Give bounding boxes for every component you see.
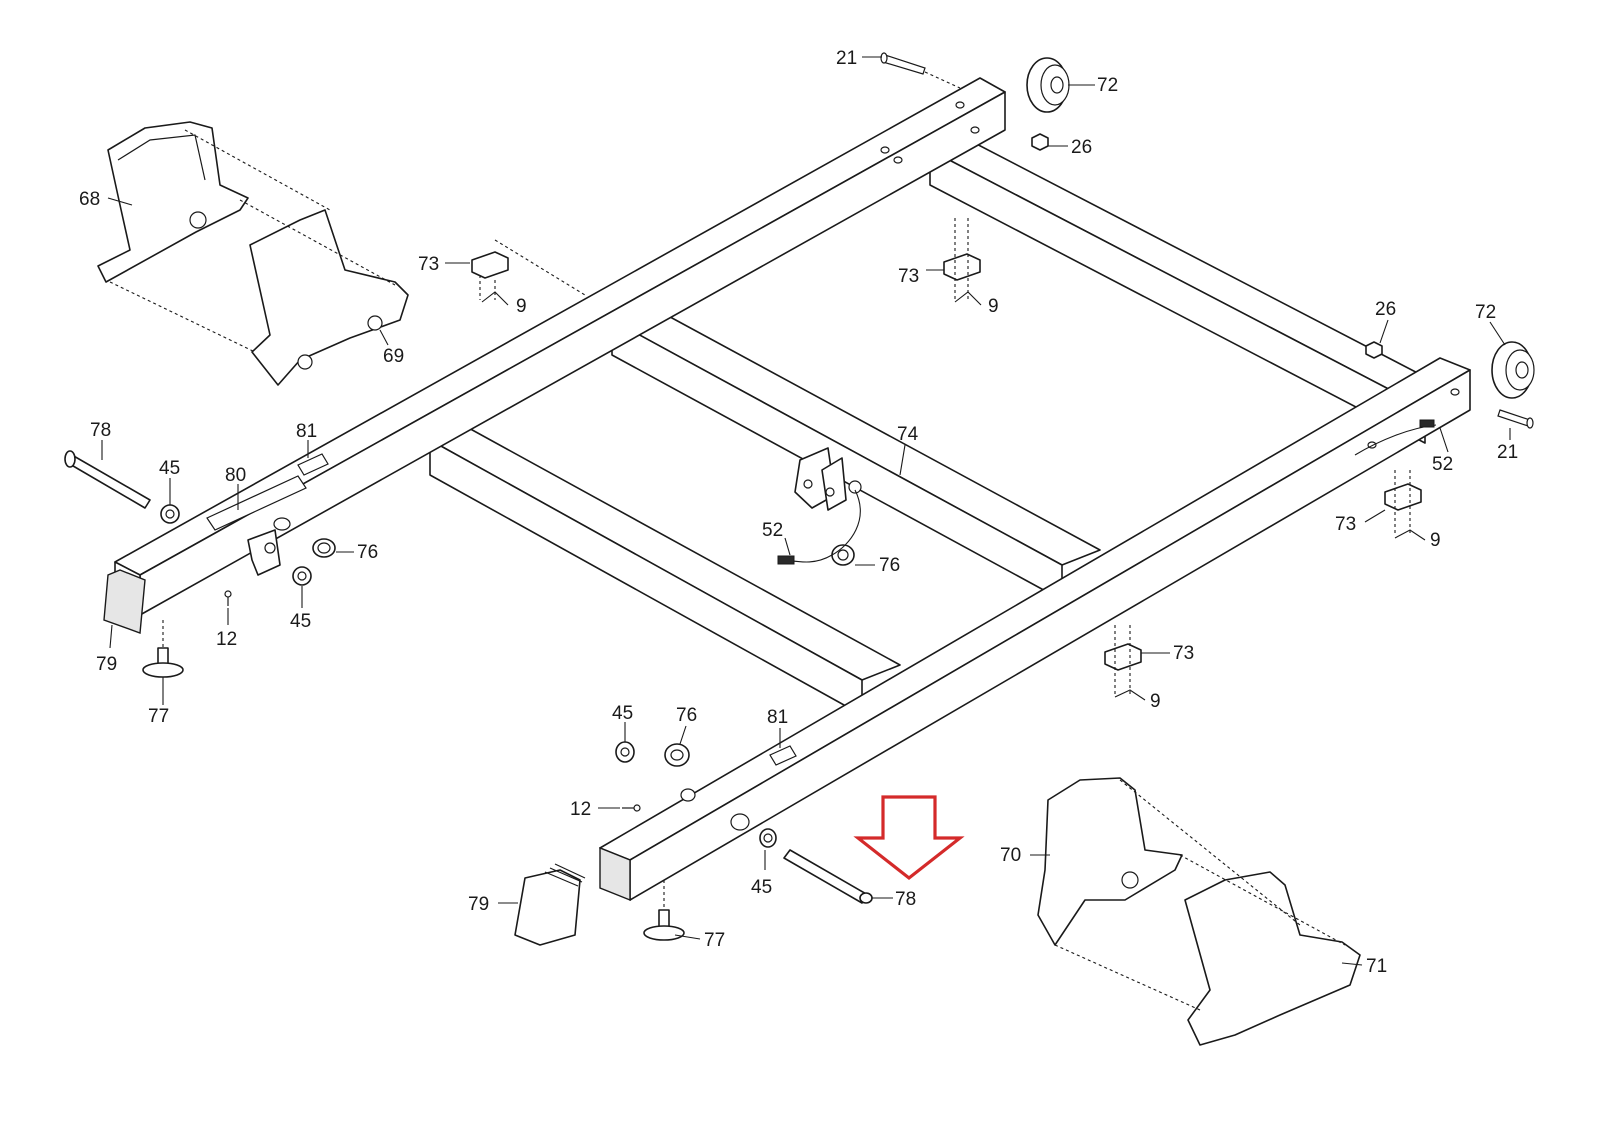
callout-45-c: 45 <box>612 703 633 724</box>
callout-26-top: 26 <box>1071 137 1092 158</box>
callout-45-b: 45 <box>290 611 311 632</box>
shroud-71 <box>1054 779 1361 1046</box>
callout-68: 68 <box>79 189 100 210</box>
callout-78-left: 78 <box>90 420 111 441</box>
nut-26-right <box>1365 341 1383 359</box>
frame-74 <box>114 77 1471 902</box>
end-cap-79-right <box>514 863 586 946</box>
callout-81-right: 81 <box>767 707 788 728</box>
highlight-arrow-icon <box>853 795 965 881</box>
bushings <box>160 504 855 848</box>
sensor-73-a <box>471 239 586 300</box>
callout-76-a: 76 <box>357 542 378 563</box>
callout-9-b: 9 <box>988 296 999 317</box>
callout-77-left: 77 <box>148 706 169 727</box>
callout-72-right: 72 <box>1475 302 1496 323</box>
callout-71: 71 <box>1366 956 1387 977</box>
shroud-70 <box>1037 777 1183 946</box>
bolt-21-right <box>1497 409 1534 429</box>
callout-9-c: 9 <box>1430 530 1441 551</box>
end-cap-79-left <box>103 569 146 634</box>
sensor-73-c <box>1384 470 1422 535</box>
callout-12-right: 12 <box>570 799 591 820</box>
callout-69: 69 <box>383 346 404 367</box>
leader-lines <box>101 56 1511 966</box>
wheel-72-top <box>1026 57 1070 113</box>
callout-79-right: 79 <box>468 894 489 915</box>
shroud-69 <box>109 129 409 386</box>
shroud-68 <box>97 121 249 283</box>
sensor-73-d <box>1104 625 1142 695</box>
callout-9-a: 9 <box>516 296 527 317</box>
callout-72-top: 72 <box>1097 75 1118 96</box>
callout-26-right: 26 <box>1375 299 1396 320</box>
screw-12-right <box>622 804 641 812</box>
callout-73-a: 73 <box>418 254 439 275</box>
callout-77-right: 77 <box>704 930 725 951</box>
bolt-21-top <box>880 52 961 89</box>
wheel-72-right <box>1491 341 1535 399</box>
callout-52-right: 52 <box>1432 454 1453 475</box>
callout-45-d: 45 <box>751 877 772 898</box>
callout-52-center: 52 <box>762 520 783 541</box>
wire-harness-52-right <box>1354 419 1437 456</box>
callout-78-right: 78 <box>895 889 916 910</box>
pivot-bracket-left <box>224 529 281 606</box>
callout-70: 70 <box>1000 845 1021 866</box>
axle-bolt-78-right <box>783 849 873 904</box>
callout-73-b: 73 <box>898 266 919 287</box>
wire-harness-52-center <box>777 489 861 565</box>
sensor-73-b <box>943 218 981 300</box>
callout-labels: 21 72 26 68 69 73 9 73 9 26 72 21 52 73 … <box>79 48 1518 977</box>
nut-26-top <box>1031 133 1049 151</box>
callout-45-a: 45 <box>159 458 180 479</box>
callout-76-c: 76 <box>676 705 697 726</box>
callout-73-d: 73 <box>1173 643 1194 664</box>
leveling-foot-77-left <box>142 620 184 678</box>
callout-9-d: 9 <box>1150 691 1161 712</box>
leveling-foot-77-right <box>643 880 685 941</box>
callout-21-top: 21 <box>836 48 857 69</box>
callout-76-b: 76 <box>879 555 900 576</box>
axle-bolt-78-left <box>64 450 151 509</box>
callout-79-left: 79 <box>96 654 117 675</box>
callout-80: 80 <box>225 465 246 486</box>
callout-73-c: 73 <box>1335 514 1356 535</box>
callout-81-left: 81 <box>296 421 317 442</box>
callout-12-left: 12 <box>216 629 237 650</box>
callout-21-right: 21 <box>1497 442 1518 463</box>
callout-74: 74 <box>897 424 919 445</box>
